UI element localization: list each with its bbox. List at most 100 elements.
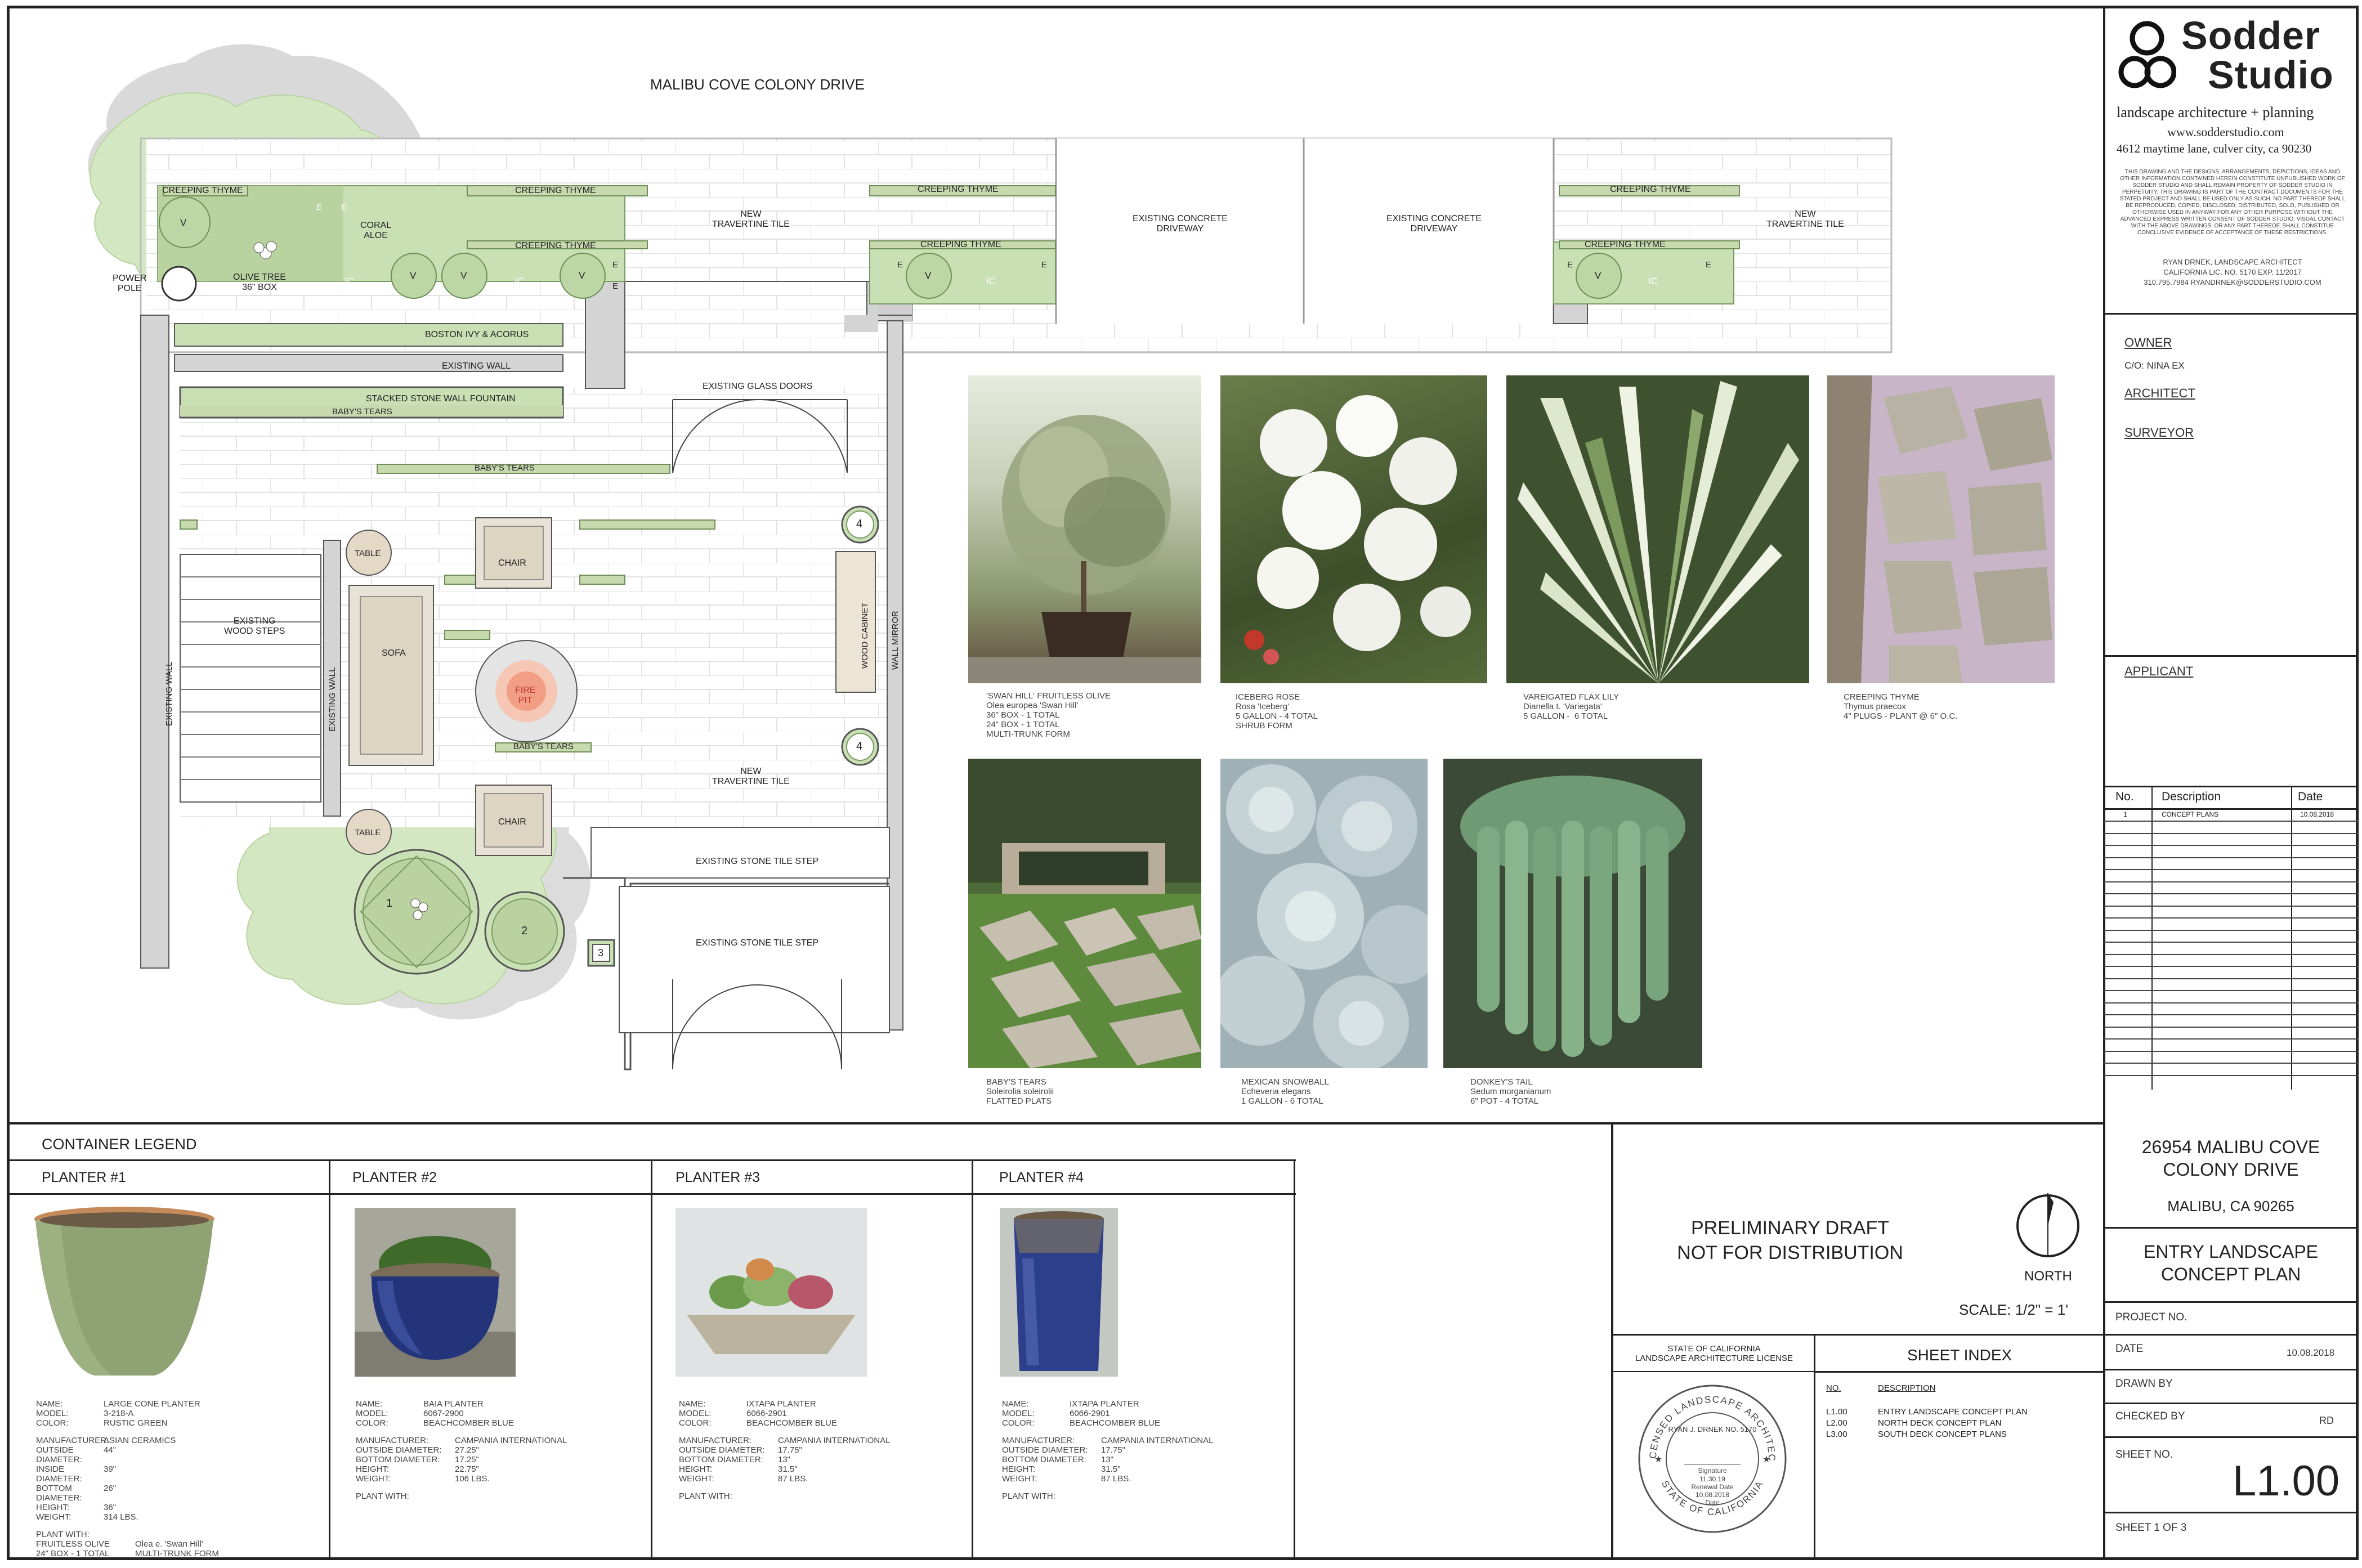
surveyor-label: SURVEYOR xyxy=(2124,425,2194,440)
svg-text:Renewal Date: Renewal Date xyxy=(1691,1483,1734,1491)
label-existing-wall-left: EXISTING WALL xyxy=(164,661,174,726)
svg-text:★: ★ xyxy=(1654,1455,1662,1464)
revision-row xyxy=(2103,881,2359,882)
label-creeping-thyme: CREEPING THYME xyxy=(1585,240,1666,249)
revision-col-date: Date xyxy=(2298,790,2323,803)
planter-number: 4 xyxy=(856,740,863,752)
planter-number: 3 xyxy=(598,947,604,958)
firm-name-1: Sodder xyxy=(2181,14,2321,57)
planter-number: 2 xyxy=(521,925,528,937)
revision-row xyxy=(2103,1026,2359,1028)
symbol-v: V xyxy=(460,270,467,281)
project-city: MALIBU, CA 90265 xyxy=(2167,1198,2294,1215)
sheet-index-desc: NORTH DECK CONCEPT PLAN xyxy=(1878,1418,2002,1428)
label-fountain: STACKED STONE WALL FOUNTAIN xyxy=(366,394,516,404)
revision-row xyxy=(2103,845,2359,846)
firm-disclaimer: THIS DRAWING AND THE DESIGNS, ARRANGEMEN… xyxy=(2119,169,2346,236)
caption-iceberg-rose: ICEBERG ROSE Rosa 'Iceberg' 5 GALLON - 4… xyxy=(1236,692,1318,731)
sheet-number: L1.00 xyxy=(2233,1457,2340,1505)
planter-number: 1 xyxy=(386,897,393,910)
site-plan xyxy=(88,44,1893,1070)
caption-babys-tears: BABY'S TEARS Soleirolia soleirolii FLATT… xyxy=(986,1077,1054,1106)
planter-4-image xyxy=(1000,1208,1118,1377)
revision-1-desc: CONCEPT PLANS xyxy=(2162,810,2219,818)
power-pole xyxy=(161,266,197,302)
firm-logo-icon xyxy=(2118,21,2176,88)
label-creeping-thyme: CREEPING THYME xyxy=(515,186,596,195)
symbol-e: E xyxy=(612,260,619,270)
planter-3-specs: NAME:IXTAPA PLANTER MODEL:6066-2901 COLO… xyxy=(679,1399,891,1501)
svg-text:RYAN J. DRNEK NO. 5170: RYAN J. DRNEK NO. 5170 xyxy=(1668,1425,1756,1433)
label-existing-wall: EXISTING WALL xyxy=(442,361,511,371)
firm-tagline: landscape architecture + planning xyxy=(2117,104,2314,120)
owner-label: OWNER xyxy=(2124,335,2172,350)
label-table: TABLE xyxy=(355,828,381,837)
photo-variegated-flax-lily xyxy=(1506,375,1809,683)
label-power-pole: POWER POLE xyxy=(113,274,147,293)
label-creeping-thyme: CREEPING THYME xyxy=(920,240,1001,249)
symbol-v: V xyxy=(579,270,585,281)
label-coral-aloe: CORAL ALOE xyxy=(360,221,392,240)
symbol-e: E xyxy=(1041,260,1048,270)
label-olive-tree: OLIVE TREE 36" BOX xyxy=(233,272,286,292)
sheet-index-no: L2.00 xyxy=(1826,1418,1847,1428)
revision-row xyxy=(2103,1050,2359,1052)
project-address-1: 26954 MALIBU COVE xyxy=(2141,1137,2320,1157)
revision-row xyxy=(2103,1063,2359,1064)
symbol-v: V xyxy=(410,270,417,281)
revision-row xyxy=(2103,1074,2359,1076)
revision-row xyxy=(2103,917,2359,919)
sheet-index-no: L1.00 xyxy=(1826,1407,1847,1417)
sheet-index-col-desc: DESCRIPTION xyxy=(1878,1383,1936,1393)
label-existing-wall-steps: EXISTING WALL xyxy=(328,667,337,732)
applicant-label: APPLICANT xyxy=(2124,664,2194,678)
label-creeping-thyme: CREEPING THYME xyxy=(918,185,999,194)
project-address-2: COLONY DRIVE xyxy=(2163,1159,2299,1180)
planter-3-heading: PLANTER #3 xyxy=(676,1170,761,1185)
symbol-e: E xyxy=(897,260,903,270)
owner-co: C/O: NINA EX xyxy=(2124,360,2185,371)
revision-row xyxy=(2103,966,2359,967)
label-glass-doors: EXISTING GLASS DOORS xyxy=(703,382,813,391)
revision-row xyxy=(2103,832,2359,834)
date-value: 10.08.2018 xyxy=(2287,1347,2335,1358)
revision-row xyxy=(2103,857,2359,858)
date-label: DATE xyxy=(2115,1343,2144,1355)
firm-address: 4612 maytime lane, culver city, ca 90230 xyxy=(2117,142,2312,155)
project-no-label: PROJECT NO. xyxy=(2115,1311,2187,1323)
table-top xyxy=(346,530,392,576)
symbol-ic: IC xyxy=(345,276,354,286)
revision-row xyxy=(2103,1038,2359,1040)
planter-4-specs: NAME:IXTAPA PLANTER MODEL:6066-2901 COLO… xyxy=(1002,1399,1214,1501)
svg-text:Signature: Signature xyxy=(1698,1467,1727,1475)
symbol-e: E xyxy=(316,203,323,212)
revision-row xyxy=(2103,893,2359,894)
sheet-index-no: L3.00 xyxy=(1826,1430,1847,1439)
license-seal: LICENSED LANDSCAPE ARCHITECT STATE OF CA… xyxy=(1634,1380,1787,1533)
photo-swan-hill-olive xyxy=(968,375,1201,683)
drawn-by-label: DRAWN BY xyxy=(2115,1378,2173,1390)
wood-cabinet xyxy=(835,551,876,693)
svg-text:★: ★ xyxy=(1762,1455,1770,1464)
label-existing-driveway: EXISTING CONCRETE DRIVEWAY xyxy=(1133,214,1228,234)
checked-by-label: CHECKED BY xyxy=(2115,1410,2185,1422)
label-wood-steps: EXISTING WOOD STEPS xyxy=(224,616,285,636)
planter-2-specs: NAME:BAIA PLANTER MODEL:6067-2900 COLOR:… xyxy=(356,1399,567,1501)
planter-4-b xyxy=(841,728,879,766)
label-existing-driveway: EXISTING CONCRETE DRIVEWAY xyxy=(1386,214,1482,234)
firm-website[interactable]: www.sodderstudio.com xyxy=(2167,125,2284,139)
titleblock-divider xyxy=(2103,6,2105,1560)
caption-swan-hill-olive: 'SWAN HILL' FRUITLESS OLIVE Olea europea… xyxy=(986,691,1111,739)
revision-col-desc: Description xyxy=(2162,790,2221,803)
label-stone-step: EXISTING STONE TILE STEP xyxy=(696,938,819,948)
north-label: NORTH xyxy=(2024,1269,2072,1284)
planter-1 xyxy=(354,849,480,975)
architect-line-1: RYAN DRNEK, LANDSCAPE ARCHITECT xyxy=(2163,258,2302,266)
symbol-e: E xyxy=(341,203,347,212)
label-creeping-thyme: CREEPING THYME xyxy=(515,241,596,250)
glass-doors xyxy=(672,398,848,473)
svg-text:10.08.2018: 10.08.2018 xyxy=(1696,1491,1729,1499)
planter-number: 4 xyxy=(856,518,863,530)
firm-name-2: Studio xyxy=(2208,53,2334,97)
